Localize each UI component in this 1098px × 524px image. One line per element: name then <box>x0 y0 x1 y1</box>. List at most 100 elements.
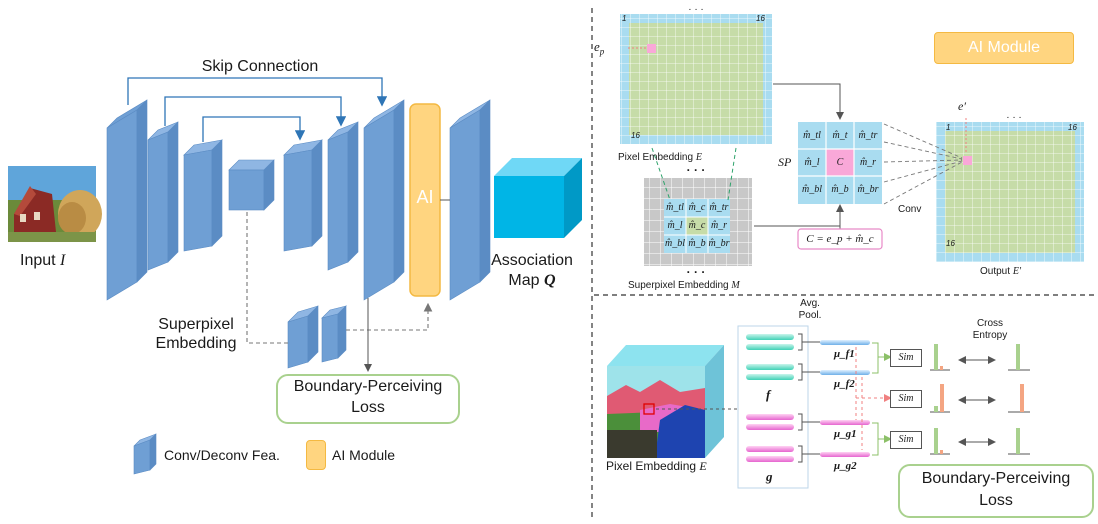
superpixel-cell-2: m̂_tr <box>709 202 729 213</box>
sp-cell-7: m̂_b <box>831 184 849 196</box>
output-grid-top-ellipsis: · · · <box>1006 112 1022 123</box>
histograms <box>930 344 1030 455</box>
mu-f1-bar <box>820 340 870 345</box>
sp-cell-2: m̂_tr <box>858 129 878 141</box>
cross-entropy-line2: Entropy <box>972 330 1008 341</box>
skip-connections <box>127 77 388 142</box>
legend-ai-label: AI Module <box>332 447 396 463</box>
ep-text: e <box>594 39 600 54</box>
skip-connection-label: Skip Connection <box>201 58 319 75</box>
association-label: Association <box>491 252 573 269</box>
ai-module-title-box <box>934 32 1074 64</box>
input-image <box>8 166 102 242</box>
sim-box-1: Sim <box>890 349 922 367</box>
mu-f1-label: μ_f1 <box>834 348 855 360</box>
output-caption: Output E′ <box>980 266 1021 277</box>
association-map-text: Map <box>508 272 540 289</box>
output-grid-idx-16a: 16 <box>1068 123 1077 132</box>
superpixel-label-line2: Embedding <box>155 335 237 352</box>
input-label-text: Input <box>20 252 56 269</box>
output-grid-idx-1: 1 <box>946 123 951 132</box>
ai-module-title: AI Module <box>967 39 1041 56</box>
feature-bars <box>746 334 794 462</box>
superpixel-embedding-caption-text: Superpixel Embedding <box>628 280 729 291</box>
bottom-boundary-loss-box <box>898 464 1094 518</box>
avg-pool-line1: Avg. <box>800 298 820 309</box>
mu-f2-bar <box>820 370 870 375</box>
ep-label: ep <box>594 39 605 57</box>
superpixel-label-line1: Superpixel <box>158 316 234 333</box>
pixel-embedding-cube <box>607 345 724 458</box>
bottom-pixel-embedding-symbol: E <box>699 459 707 473</box>
sp-grid-bottom-ellipsis: · · · <box>686 265 706 279</box>
output-grid-idx-16b: 16 <box>946 239 955 248</box>
superpixel-embedding-caption-symbol: M <box>731 280 740 291</box>
ep-prime-label: e′ <box>958 99 966 113</box>
association-symbol: Q <box>544 272 556 289</box>
superpixel-embedding-grid <box>644 178 752 266</box>
sp-cell-8: m̂_br <box>857 184 879 196</box>
conv-feature-blocks <box>106 99 491 475</box>
bottom-pixel-embedding-text: Pixel Embedding <box>606 459 697 473</box>
boundary-loss-line2: Loss <box>351 399 385 416</box>
bottom-boundary-loss-line2: Loss <box>979 492 1013 509</box>
superpixel-embedding-caption: Superpixel Embedding M <box>628 280 740 291</box>
boundary-loss-box <box>276 374 460 424</box>
pixel-grid-idx-1: 1 <box>622 14 627 23</box>
sp-grid-top-ellipsis: · · · <box>686 163 706 177</box>
association-cube <box>494 158 582 238</box>
sp-neighborhood <box>798 122 882 204</box>
pixel-embedding-caption-symbol: E <box>695 152 702 163</box>
mu-g1-label: μ_g1 <box>834 428 857 440</box>
sp-label: SP <box>778 155 792 169</box>
pixel-embedding-caption: Pixel Embedding E <box>618 152 702 163</box>
output-caption-symbol: E′ <box>1012 266 1022 277</box>
g-label: g <box>766 469 773 484</box>
formula-text: C = e_p + m̂_c <box>806 233 874 245</box>
pixel-embedding-grid <box>620 14 772 144</box>
mu-g2-bar <box>820 452 870 457</box>
output-grid <box>936 122 1084 262</box>
ai-block-label: AI <box>416 187 434 207</box>
cross-entropy-line1: Cross <box>976 318 1004 329</box>
superpixel-cell-3: m̂_l <box>667 220 683 231</box>
input-label: Input I <box>20 252 65 270</box>
bottom-boundary-loss-line1: Boundary-Perceiving <box>921 470 1071 487</box>
sp-cell-5: m̂_r <box>859 156 877 168</box>
output-caption-text: Output <box>980 266 1011 277</box>
mu-g1-bar <box>820 420 870 425</box>
ep-sub: p <box>599 46 605 57</box>
conv-label: Conv <box>898 204 922 215</box>
legend-ai-swatch <box>306 440 326 470</box>
f-label: f <box>766 387 771 402</box>
superpixel-cell-6: m̂_bl <box>665 238 685 249</box>
boundary-loss-line1: Boundary-Perceiving <box>293 378 443 395</box>
mu-f2-label: μ_f2 <box>834 378 855 390</box>
formula-box <box>797 228 883 250</box>
superpixel-cell-7: m̂_b <box>688 238 706 249</box>
sim-box-2: Sim <box>890 390 922 408</box>
pixel-embedding-caption-text: Pixel Embedding <box>618 152 694 163</box>
sp-cell-6: m̂_bl <box>802 184 822 196</box>
pixel-grid-top-ellipsis: · · · <box>688 4 704 15</box>
sp-cell-3: m̂_l <box>804 156 820 168</box>
mu-g2-label: μ_g2 <box>834 460 857 472</box>
feature-panel <box>737 325 809 489</box>
sp-cell-4: C <box>836 156 844 168</box>
superpixel-cell-5: m̂_r <box>710 220 728 231</box>
avg-pool-line2: Pool. <box>798 310 822 321</box>
sim-box-3: Sim <box>890 431 922 449</box>
association-map-label: Map Q <box>480 272 584 290</box>
superpixel-cell-0: m̂_tl <box>666 202 684 213</box>
superpixel-cell-4: m̂_c <box>688 220 706 231</box>
input-symbol: I <box>60 252 66 269</box>
legend-conv-label: Conv/Deconv Fea. <box>164 447 280 463</box>
sp-cell-1: m̂_t <box>832 129 848 141</box>
superpixel-cell-1: m̂_c <box>688 202 706 213</box>
bottom-pixel-embedding-label: Pixel Embedding E <box>606 459 707 473</box>
pixel-grid-idx-16a: 16 <box>756 14 765 23</box>
sp-cell-0: m̂_tl <box>803 129 821 141</box>
pixel-grid-idx-16b: 16 <box>631 131 640 140</box>
superpixel-cell-8: m̂_br <box>708 238 730 249</box>
